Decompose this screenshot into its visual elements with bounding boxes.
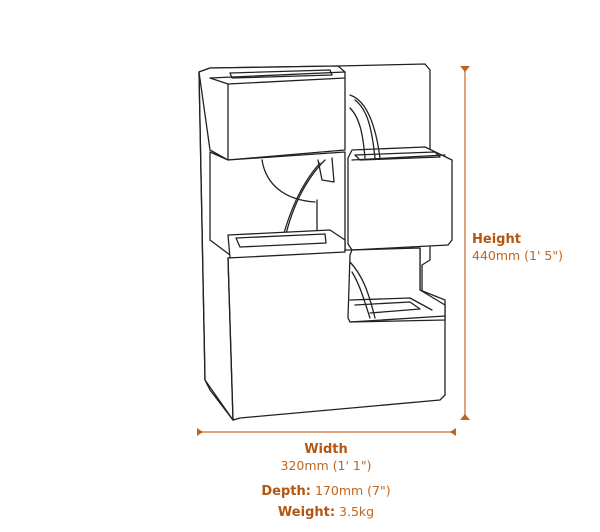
top-right-basin	[347, 146, 453, 251]
width-dimension-line	[197, 428, 456, 436]
width-title: Width	[304, 442, 348, 457]
weight-title: Weight:	[277, 505, 336, 520]
height-dimension-line	[460, 66, 470, 420]
top-left-basin	[198, 65, 346, 161]
depth-label: Depth: 170mm (7")	[261, 483, 390, 500]
depth-value: 170mm (7")	[314, 483, 391, 498]
weight-label: Weight: 3.5kg	[278, 504, 374, 521]
height-title: Height	[472, 232, 521, 247]
width-value: 320mm (1' 1")	[280, 458, 372, 473]
height-value: 440mm (1' 5")	[472, 248, 564, 263]
depth-title: Depth:	[261, 484, 311, 499]
height-label: Height 440mm (1' 5")	[472, 231, 563, 264]
weight-value: 3.5kg	[339, 504, 375, 519]
width-label: Width 320mm (1' 1")	[280, 441, 371, 474]
